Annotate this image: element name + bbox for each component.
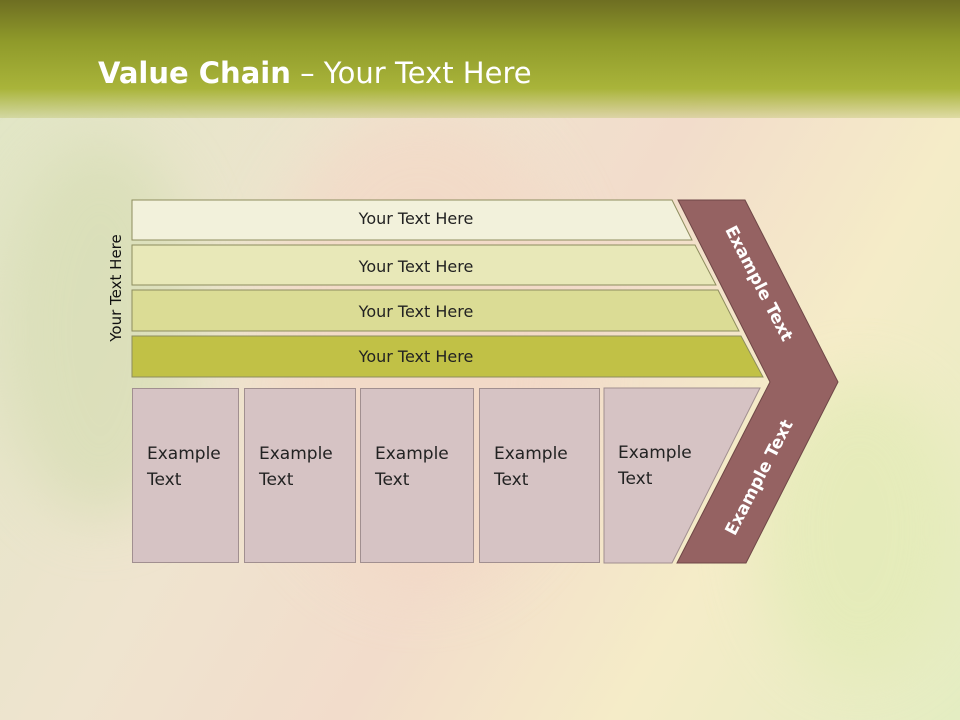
title-bold: Value Chain [98, 56, 291, 90]
activity-box-3: Example Text [360, 388, 474, 563]
box-text-line2: Text [375, 470, 410, 490]
activity-box-5: Example Text [604, 388, 714, 563]
box-text-line2: Text [259, 470, 294, 490]
box-text-line1: Example [147, 444, 221, 464]
band-label-2: Your Text Here [358, 257, 474, 276]
box-5-shape [603, 387, 761, 564]
band-label-1: Your Text Here [358, 209, 474, 228]
box-text-line2: Text [147, 470, 182, 490]
band-label-3: Your Text Here [358, 302, 474, 321]
box-text-line1: Example [375, 444, 449, 464]
header-bar [0, 0, 960, 118]
band-2 [131, 244, 717, 286]
band-label-4: Your Text Here [358, 347, 474, 366]
band-3 [131, 289, 740, 332]
reflection: Example Text Example Text Example Text E… [0, 565, 960, 720]
band-4 [131, 335, 764, 378]
box-text-line1: Example [494, 444, 568, 464]
chevron-arrow [676, 199, 839, 564]
box-text-line2: Text [494, 470, 529, 490]
activity-box-4: Example Text [479, 388, 600, 563]
title-rest: – Your Text Here [290, 56, 532, 90]
activity-box-1: Example Text [132, 388, 239, 563]
band-1 [131, 199, 693, 241]
box-text-line1: Example [618, 443, 692, 463]
activity-box-2: Example Text [244, 388, 356, 563]
box-text-line2: Text [618, 469, 653, 489]
box-text-line1: Example [259, 444, 333, 464]
slide-title: Value Chain – Your Text Here [98, 56, 532, 90]
